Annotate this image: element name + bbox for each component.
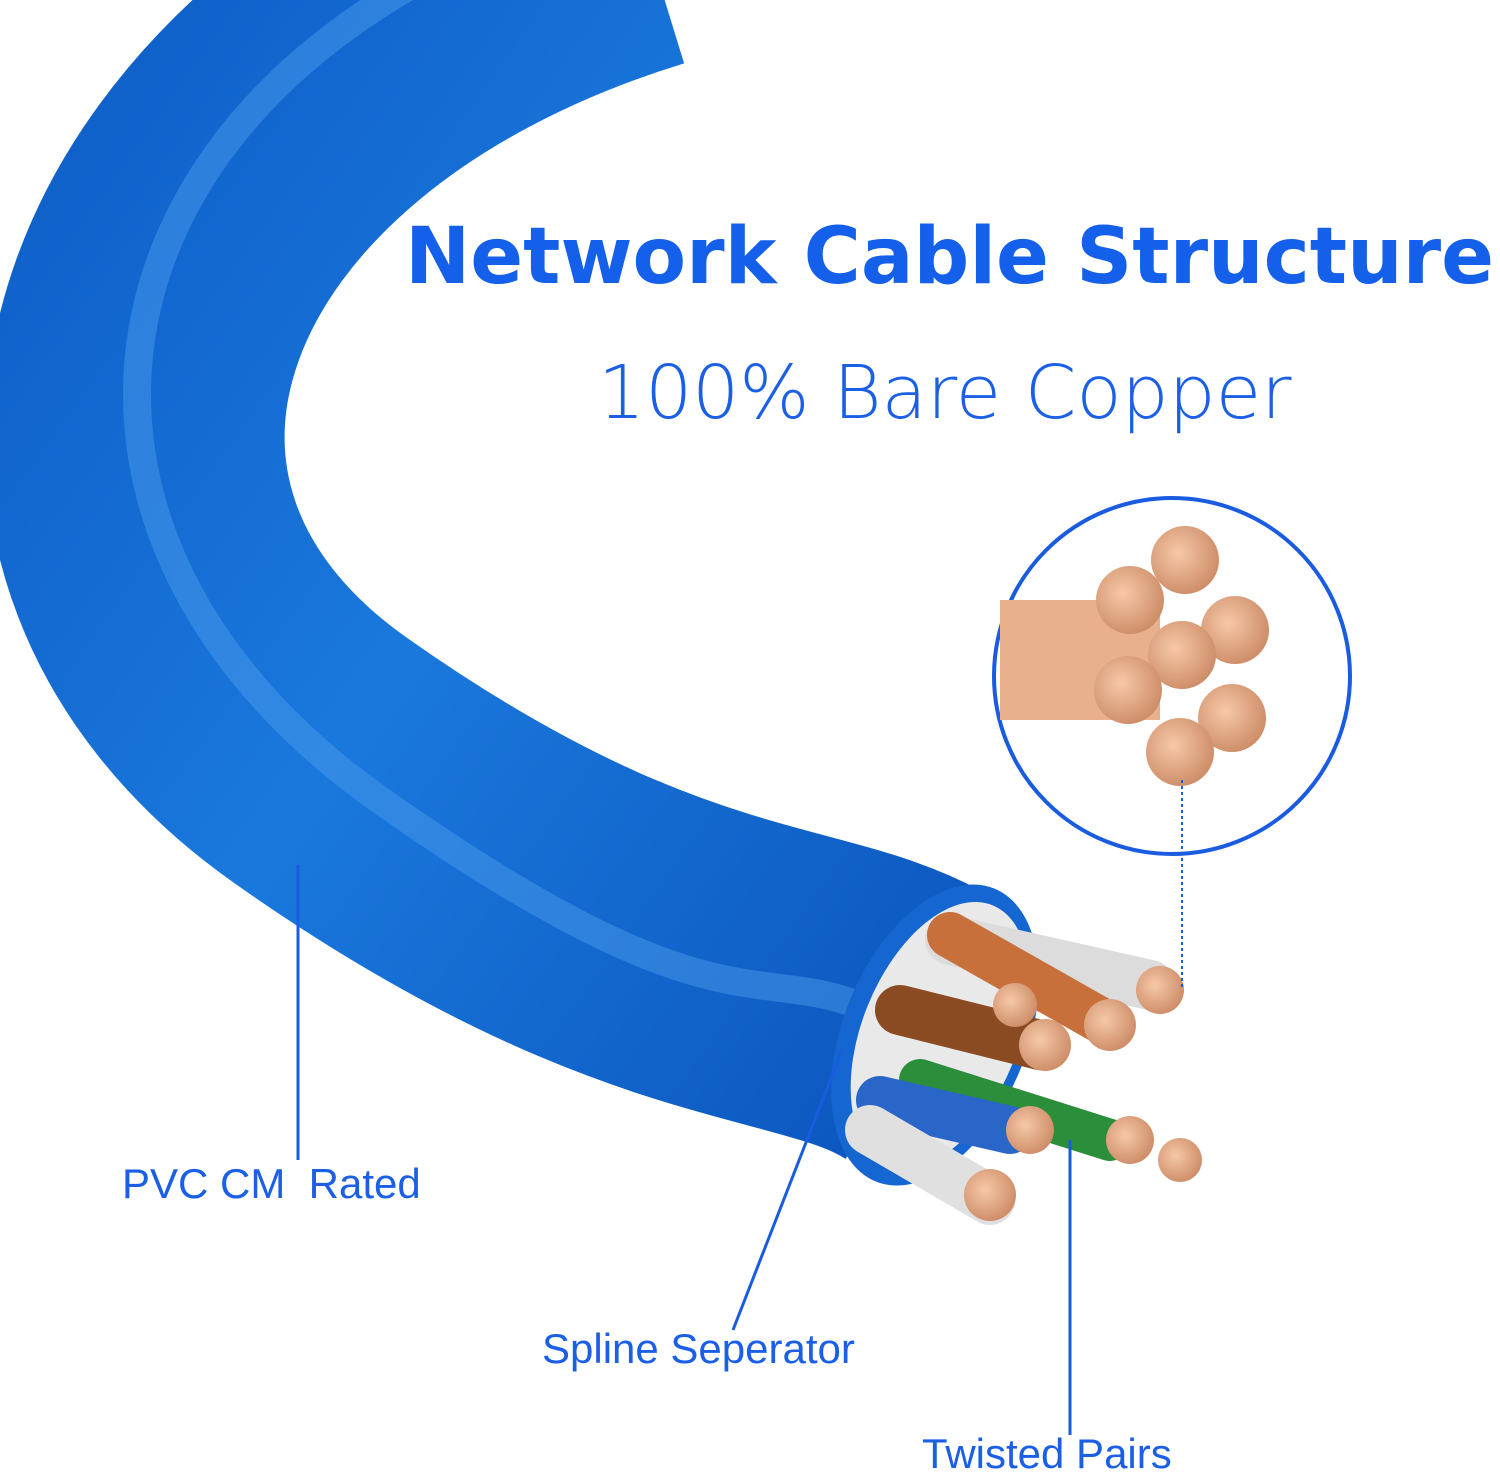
cable-jacket (0, 0, 1015, 1162)
page-title: Network Cable Structure (405, 212, 1494, 302)
copper-strand-magnifier (992, 496, 1352, 856)
label-spline-separator: Spline Seperator (542, 1325, 855, 1372)
twisted-pair-wires (845, 912, 1202, 1225)
subtitle: 100% Bare Copper (598, 350, 1292, 436)
spline-leader-line (731, 1049, 844, 1331)
label-twisted-pairs: Twisted Pairs (922, 1430, 1172, 1477)
label-pvc-cm-rated: PVC CM Rated (122, 1160, 421, 1207)
cable-highlight (123, 0, 876, 1023)
